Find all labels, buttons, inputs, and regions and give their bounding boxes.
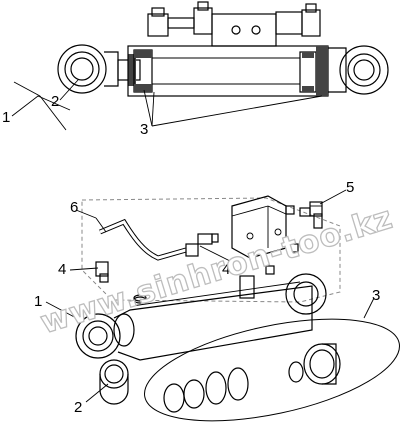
rod-eye-left <box>57 44 119 94</box>
seal-rings <box>163 343 341 413</box>
callout-1-exploded: 1 <box>34 293 42 310</box>
callout-4-right: 4 <box>222 261 230 278</box>
callout-5: 5 <box>346 179 354 196</box>
seal-kit-outline <box>144 318 400 422</box>
bushing-2 <box>99 359 129 405</box>
connector-4a <box>185 233 213 257</box>
callout-3-exploded: 3 <box>372 287 380 304</box>
elbow-fitting-5 <box>309 201 323 229</box>
valve-kit-outline <box>81 197 341 303</box>
exploded-view: 1 2 3 4 4 5 6 <box>34 179 400 422</box>
callout-4-left: 4 <box>58 261 66 278</box>
cylinder-body-exploded <box>75 273 327 361</box>
cylinder-barrel <box>127 45 329 97</box>
callout-6: 6 <box>70 199 78 216</box>
exploded-leader-lines <box>45 189 375 403</box>
assembled-cylinder-section: 1 2 3 <box>2 1 389 138</box>
watermark-text: www.sinhron-too.kz <box>36 200 397 342</box>
connector-4b <box>95 261 109 283</box>
small-fittings <box>211 233 299 275</box>
callout-1-top: 1 <box>2 109 10 126</box>
callout-2-exploded: 2 <box>74 399 82 416</box>
callout-3-top: 3 <box>140 121 148 138</box>
base-eye-right <box>328 45 389 95</box>
valve-block <box>147 1 321 47</box>
top-leader-lines <box>11 79 323 131</box>
callout-2-top: 2 <box>51 93 59 110</box>
